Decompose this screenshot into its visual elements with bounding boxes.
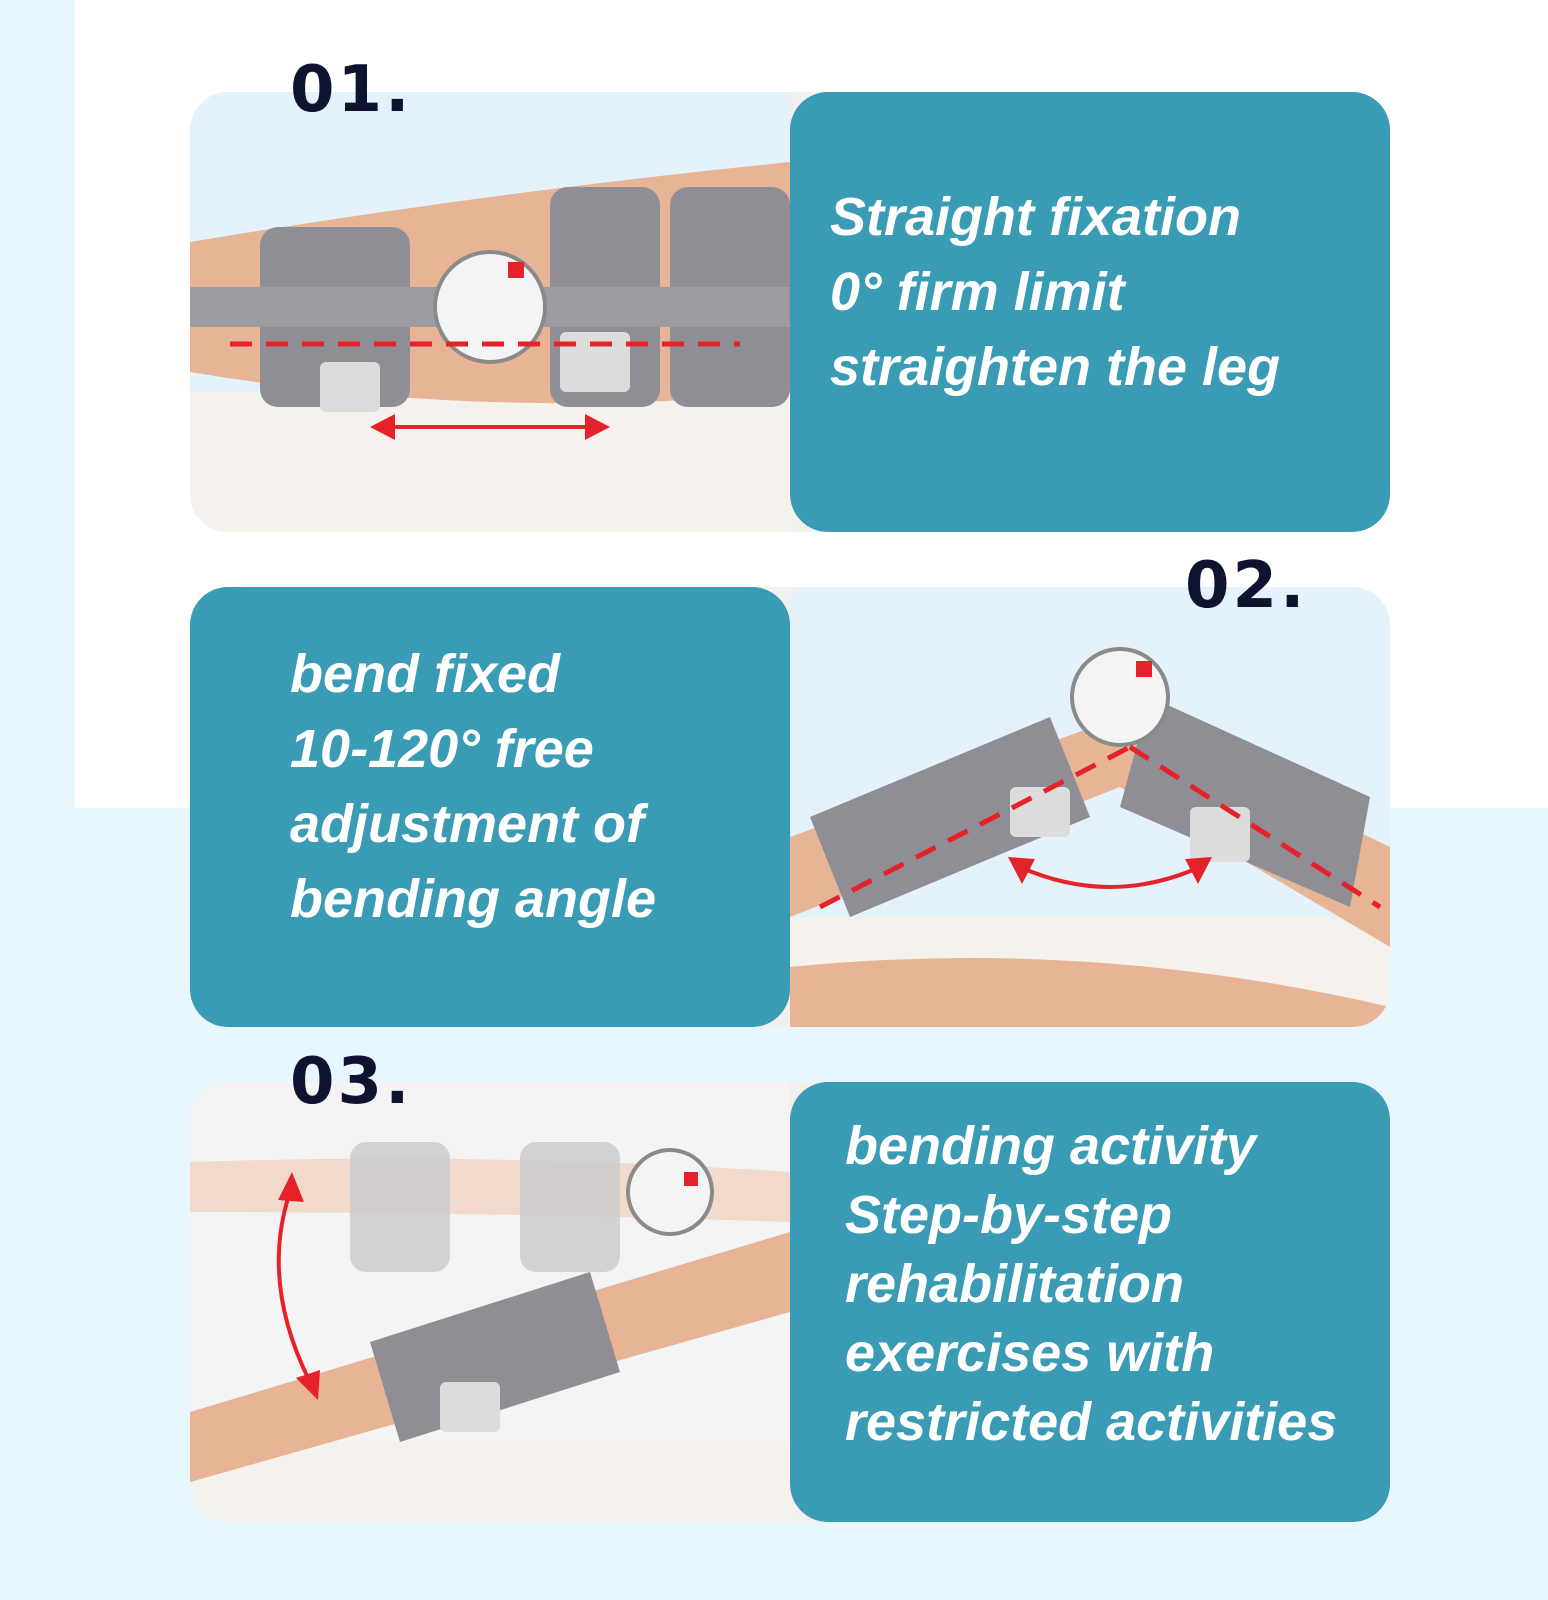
step-1-number: 01. — [290, 53, 413, 127]
bending-activity-brace-illustration — [190, 1082, 790, 1522]
step-3-caption-line-1: bending activity — [845, 1116, 1257, 1176]
step-1-caption-line-3: straighten the leg — [830, 337, 1281, 397]
step-3-caption-line-5: restricted activities — [845, 1392, 1338, 1452]
step-3-caption-line-4: exercises with — [845, 1323, 1215, 1383]
step-1-caption-box: Straight fixation 0° firm limit straight… — [790, 92, 1390, 532]
step-3-panel: bending activity Step-by-step rehabilita… — [190, 1082, 1390, 1522]
step-2-number: 02. — [1185, 549, 1308, 623]
step-3-number: 03. — [290, 1045, 413, 1119]
step-2-caption-line-4: bending angle — [290, 869, 657, 929]
step-2-caption-line-2: 10-120° free — [290, 719, 594, 779]
step-1-caption-line-2: 0° firm limit — [830, 262, 1125, 322]
step-3-photo — [190, 1082, 790, 1522]
step-2-caption-line-1: bend fixed — [290, 644, 561, 704]
step-1-caption-line-1: Straight fixation — [830, 187, 1242, 247]
step-2-caption-line-3: adjustment of — [290, 794, 645, 854]
bent-knee-brace-illustration — [790, 587, 1390, 1027]
step-1-photo — [190, 92, 790, 532]
step-2-panel: bend fixed 10-120° free adjustment of be… — [190, 587, 1390, 1027]
step-3-caption-line-3: rehabilitation — [845, 1254, 1185, 1314]
step-2-caption-box: bend fixed 10-120° free adjustment of be… — [190, 587, 790, 1027]
step-1-panel: Straight fixation 0° firm limit straight… — [190, 92, 1390, 532]
step-2-photo — [790, 587, 1390, 1027]
step-3-caption-box: bending activity Step-by-step rehabilita… — [790, 1082, 1390, 1522]
step-3-caption-line-2: Step-by-step — [845, 1185, 1173, 1245]
straight-leg-brace-illustration — [190, 92, 790, 532]
